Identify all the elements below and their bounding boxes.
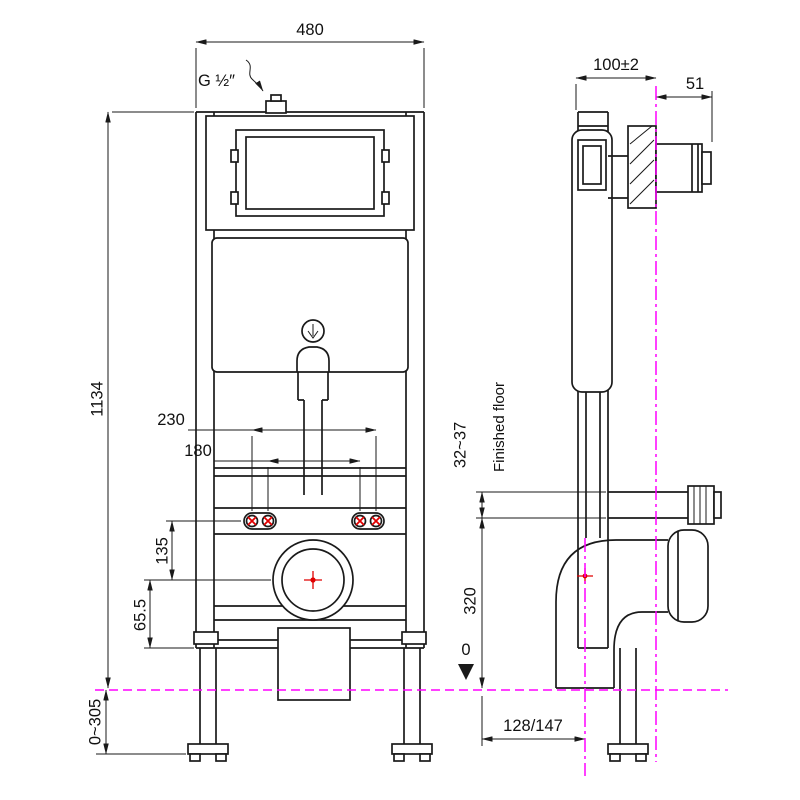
access-panel-inner — [245, 136, 375, 210]
wall-plate — [627, 125, 657, 209]
wall-sleeve — [655, 143, 712, 193]
left-leg-clamp — [193, 631, 219, 645]
side-feet — [607, 648, 649, 762]
dim-frame-width-label: 480 — [296, 21, 324, 39]
arm-lines — [608, 491, 688, 519]
front-dimensions: 480 G ½″ 1134 230 180 135 65.5 0~305 — [86, 21, 425, 755]
panel-clip — [230, 191, 239, 205]
access-panel-middle — [235, 129, 385, 217]
cross-members — [214, 467, 406, 621]
flush-valve-arrow-icon — [307, 324, 319, 339]
dim-waste-height-label: 320 — [461, 587, 479, 615]
cross-member-lines — [214, 467, 406, 621]
waste-elbow — [555, 529, 709, 689]
dim-wall-projection-label: 51 — [686, 75, 704, 93]
anchor-tab — [393, 753, 405, 762]
waste-housing-box — [277, 627, 351, 701]
water-inlet-fitting — [265, 94, 287, 114]
sleeve-ribs — [691, 144, 699, 192]
floor-datum-triangle-icon — [458, 664, 474, 680]
anchor-tab — [189, 753, 201, 762]
anchor-tab — [635, 753, 647, 762]
inlet-thread-label: G ½″ — [198, 72, 235, 90]
side-cistern — [571, 129, 613, 393]
waste-socket — [667, 529, 709, 623]
reference-lines — [95, 86, 728, 776]
wall-plate-hatch — [629, 125, 655, 205]
waste-centre-dot — [310, 577, 316, 583]
pan-mounting-arm — [608, 485, 722, 525]
panel-clip — [381, 191, 390, 205]
panel-clip — [381, 149, 390, 163]
dim-32-extensions — [476, 491, 606, 519]
front-view: 480 G ½″ 1134 230 180 135 65.5 0~305 — [86, 21, 433, 762]
foot-plate-left — [187, 743, 229, 755]
waste-flange — [272, 539, 354, 621]
floor-datum-label: 0 — [461, 641, 470, 659]
anchor-tab — [609, 753, 621, 762]
waste-flange-inner — [281, 548, 345, 612]
arm-thread-hatch — [693, 486, 707, 524]
side-foot-plate — [607, 743, 649, 755]
access-panel-outer — [205, 115, 415, 231]
bolt-cross-marks — [247, 516, 381, 526]
leg-lines — [199, 648, 421, 744]
inlet-squiggle-arrow — [245, 59, 264, 92]
finished-floor-label: Finished floor — [491, 382, 508, 472]
front-frame-rails — [193, 111, 427, 649]
tank-outline — [211, 237, 409, 373]
sleeve-body — [655, 143, 703, 193]
inlet-body — [265, 100, 287, 114]
side-access-panel — [577, 139, 607, 191]
dim-fixing-outer-label: 230 — [157, 411, 185, 429]
pan-fixing-bolts — [243, 512, 385, 530]
dim-pan-fixing-range-label: 32~37 — [451, 422, 469, 468]
dim-fixing-inner-label: 180 — [184, 442, 212, 460]
cistern-tank — [211, 237, 409, 373]
foot-plate-right — [391, 743, 433, 755]
front-feet — [187, 648, 433, 762]
dim-waste-offset-label: 128/147 — [503, 717, 563, 735]
side-flush-pipe — [585, 392, 601, 538]
side-dimensions: 100±2 51 32~37 Finished floor 320 0 128/… — [451, 56, 713, 746]
frame-rail-lines — [195, 111, 425, 649]
dim-480-extensions — [195, 48, 425, 108]
sleeve-cap — [701, 151, 712, 185]
arm-end-cap — [713, 491, 722, 519]
dim-foot-adjust-label: 0~305 — [86, 699, 104, 745]
dim-65-label: 65.5 — [131, 599, 149, 631]
dim-135-extensions — [144, 520, 271, 581]
side-view: 100±2 51 32~37 Finished floor 320 0 128/… — [451, 56, 722, 762]
anchor-tab — [419, 753, 431, 762]
flush-valve-bell — [296, 346, 330, 372]
elbow-outer-edge — [555, 539, 668, 688]
bracket-spacer-lines — [608, 155, 628, 199]
dim-frame-height-label: 1134 — [88, 381, 106, 416]
panel-clip — [230, 149, 239, 163]
dim-135-label: 135 — [153, 537, 171, 565]
dim-180-extensions — [267, 467, 361, 511]
arm-threaded-sleeve — [687, 485, 715, 525]
wall-bracket — [608, 125, 657, 209]
side-access-panel-inner — [582, 145, 602, 185]
elbow-inner-edge — [613, 611, 668, 688]
side-leg-lines — [619, 648, 637, 744]
anchor-tab — [215, 753, 227, 762]
dim-frame-depth-label: 100±2 — [593, 56, 639, 74]
dim-230-extensions — [251, 436, 377, 511]
access-panel — [205, 115, 415, 231]
right-leg-clamp — [401, 631, 427, 645]
side-cistern-outline — [571, 129, 613, 393]
flush-pipe — [297, 372, 329, 495]
inlet-cap — [270, 94, 282, 102]
flush-pipe-lines — [297, 372, 329, 495]
flush-valve-mark — [301, 319, 325, 343]
